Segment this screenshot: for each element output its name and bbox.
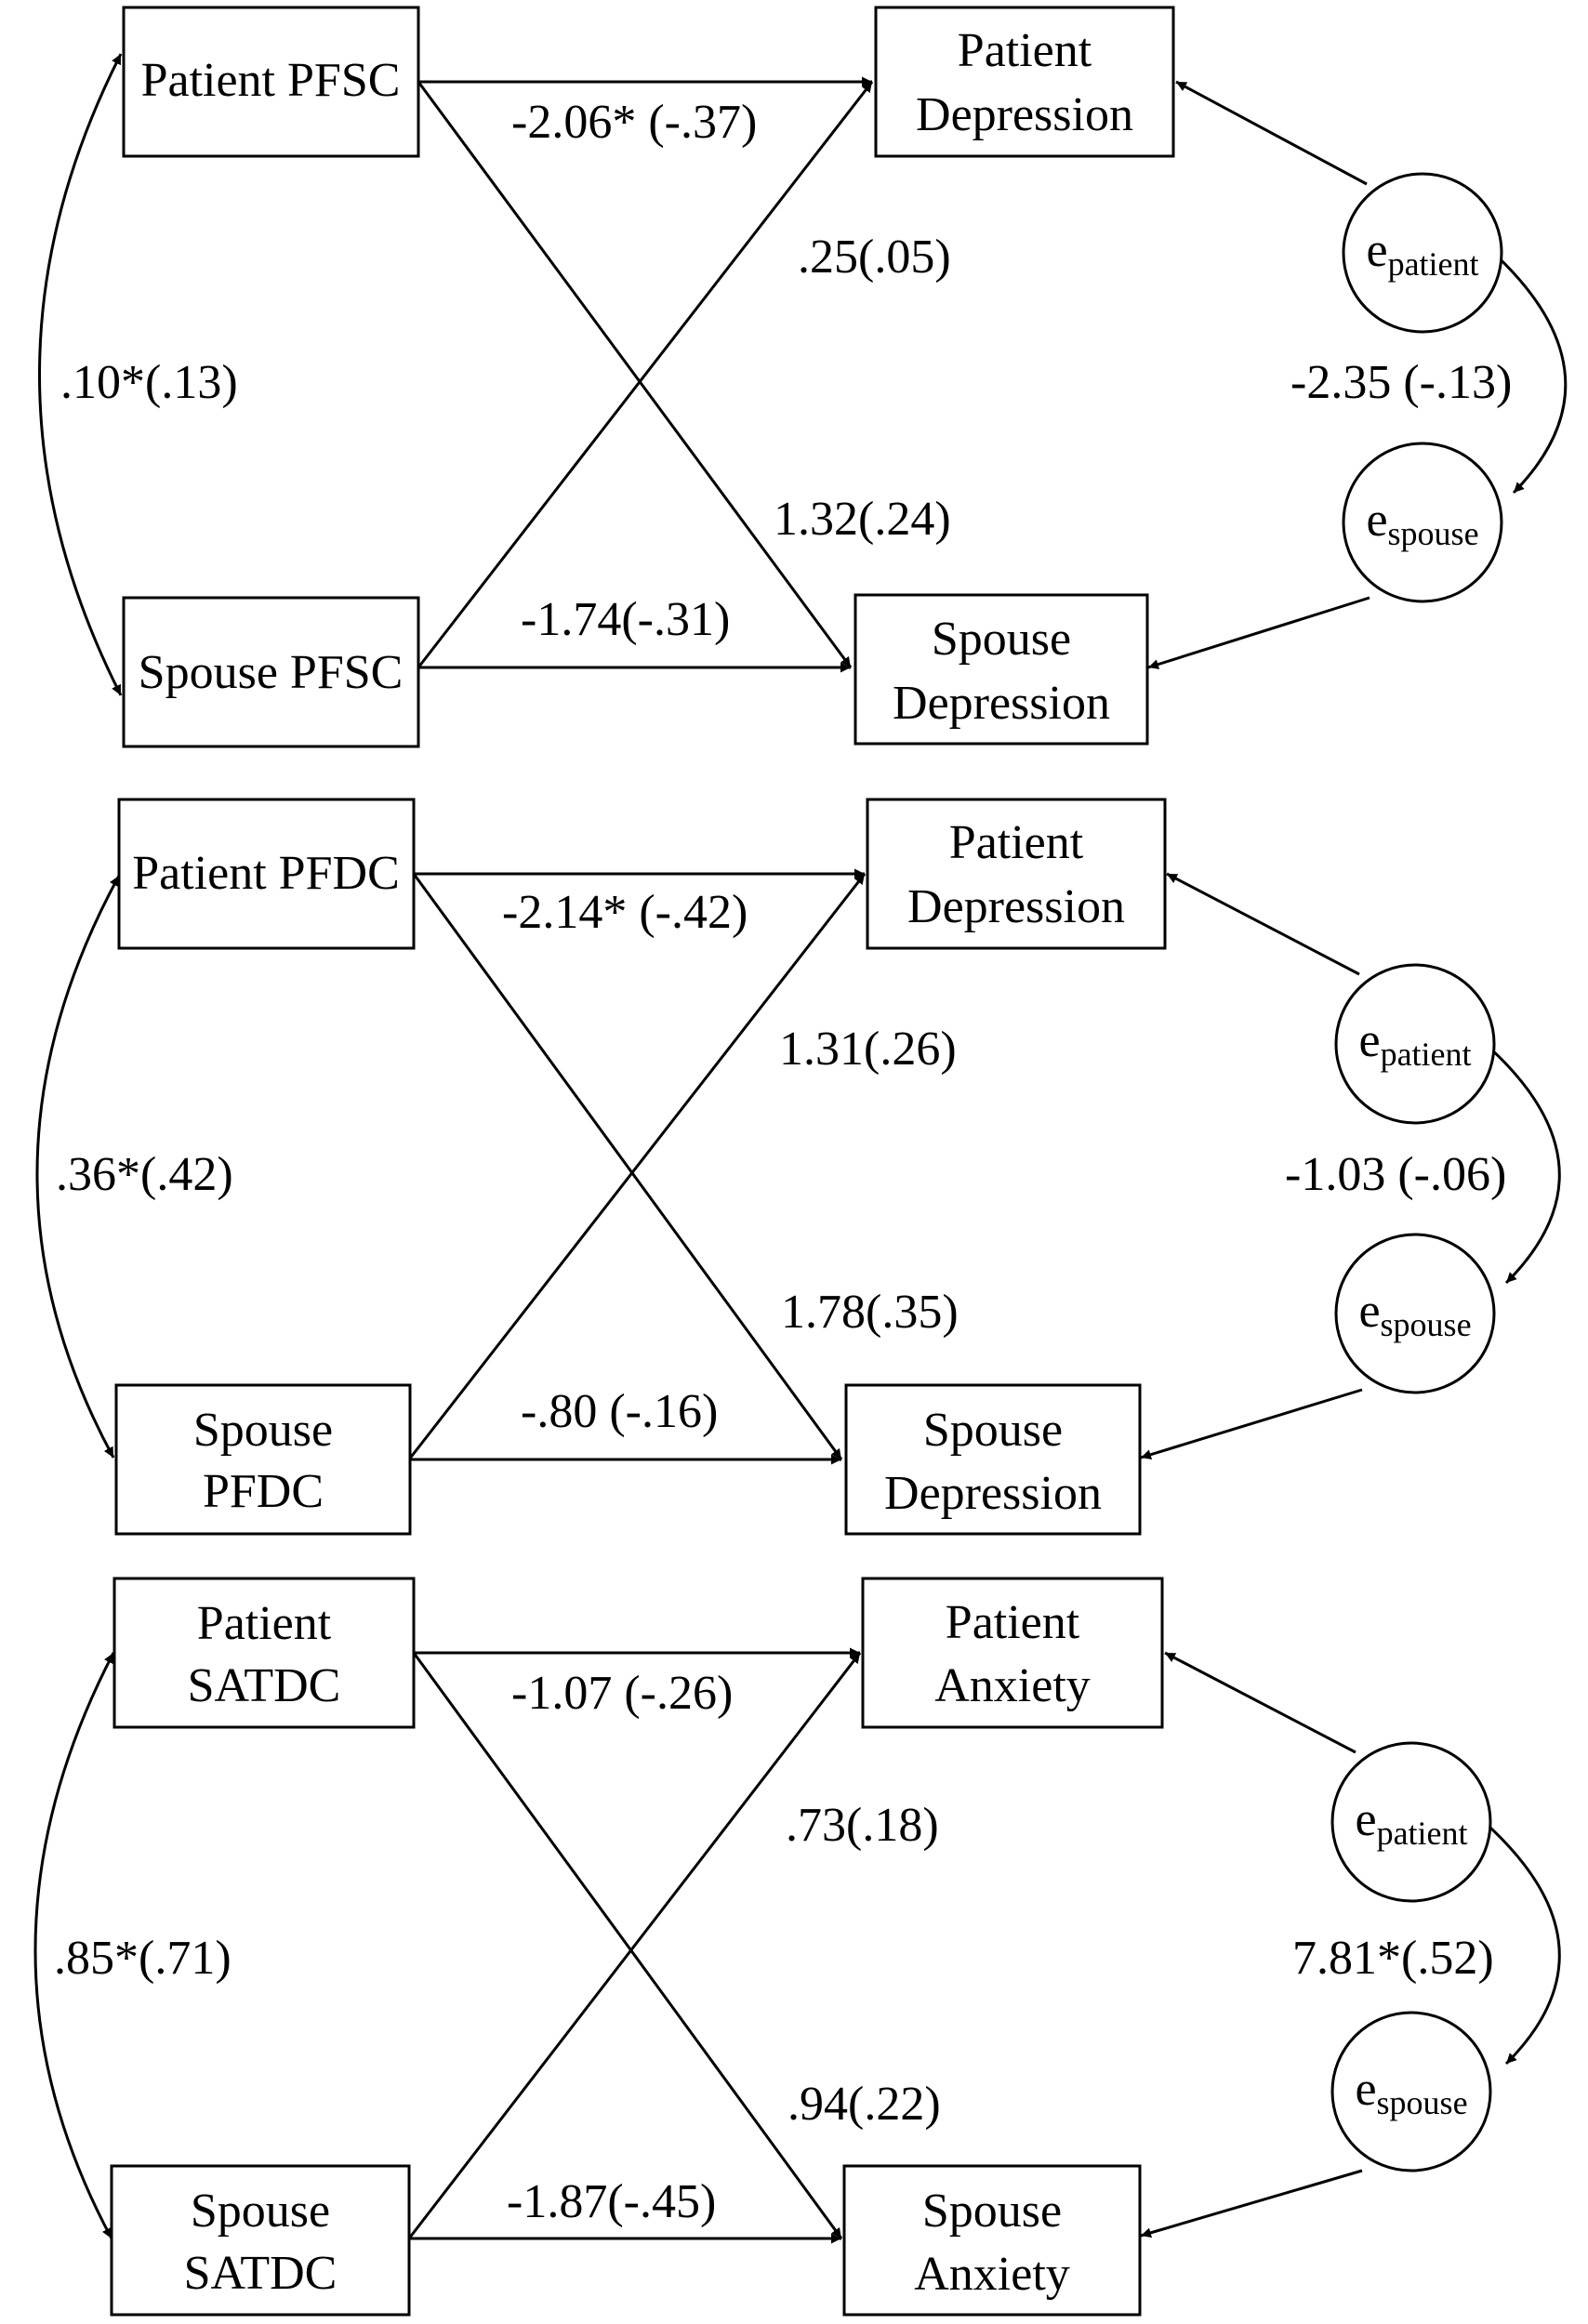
spouse-actor-label: -1.74(-.31): [521, 593, 730, 646]
error-spouse-path: [1140, 1388, 1363, 1460]
error-patient-circle: [1334, 963, 1496, 1125]
error-covariance-label: -2.35 (-.13): [1290, 356, 1512, 409]
spouse-predictor-box: [122, 596, 420, 748]
spouse-outcome-label: Spouse: [932, 613, 1071, 666]
panel-1: Patient PFSC Spouse PFSC Patient Depress…: [38, 6, 1568, 748]
predictor-covariance-arc: [35, 875, 121, 1459]
patient-predictor-box: [122, 6, 420, 158]
error-patient-path: [1164, 1651, 1356, 1754]
spouse-predictor-label: Spouse: [191, 2185, 330, 2238]
error-spouse-path: [1147, 596, 1370, 669]
patient-predictor-label: Patient PFDC: [132, 847, 400, 900]
spouse-outcome-box: [844, 1383, 1142, 1536]
error-patient-label: epatient: [1358, 1014, 1471, 1073]
predictor-covariance-arc: [33, 1652, 115, 2239]
spouse-to-patient-label: .73(.18): [786, 1799, 939, 1852]
predictor-covariance-arc: [38, 53, 123, 696]
patient-predictor-label: Patient: [197, 1597, 332, 1650]
patient-outcome-label: Depression: [907, 880, 1125, 933]
patient-to-spouse-label: 1.32(.24): [774, 493, 951, 546]
patient-to-spouse-path: [412, 1652, 843, 2239]
patient-to-spouse-path: [417, 81, 853, 668]
patient-outcome-label: Patient: [958, 24, 1092, 77]
spouse-to-patient-label: 1.31(.26): [779, 1023, 957, 1076]
predictor-covariance-label: .85*(.71): [54, 1932, 232, 1985]
spouse-actor-label: -1.87(-.45): [507, 2175, 716, 2228]
patient-to-spouse-label: .94(.22): [787, 2078, 941, 2131]
error-patient-label: epatient: [1366, 224, 1478, 283]
patient-outcome-label: Anxiety: [934, 1659, 1091, 1712]
error-covariance-arc: [1473, 1811, 1561, 2066]
spouse-outcome-label: Depression: [893, 677, 1110, 730]
error-spouse-label: espouse: [1358, 1285, 1471, 1343]
error-patient-path: [1175, 80, 1368, 186]
patient-actor-label: -2.14* (-.42): [502, 886, 748, 939]
spouse-outcome-label: Spouse: [922, 2185, 1062, 2238]
spouse-to-patient-path: [407, 1652, 862, 2239]
spouse-actor-label: -.80 (-.16): [521, 1385, 718, 1438]
patient-outcome-box: [866, 798, 1167, 950]
error-patient-label: epatient: [1355, 1793, 1467, 1852]
spouse-to-patient-path: [407, 873, 867, 1460]
error-patient-circle: [1330, 1741, 1492, 1903]
patient-outcome-label: Depression: [916, 88, 1133, 141]
error-spouse-circle: [1342, 442, 1503, 603]
patient-predictor-box: [117, 798, 416, 950]
patient-predictor-box: [112, 1577, 416, 1729]
patient-predictor-label: SATDC: [188, 1659, 341, 1712]
predictor-covariance-label: .10*(.13): [60, 356, 238, 409]
error-patient-path: [1166, 872, 1360, 976]
patient-outcome-label: Patient: [949, 816, 1084, 869]
error-spouse-circle: [1330, 2011, 1492, 2172]
spouse-predictor-box: [110, 2164, 411, 2317]
error-covariance-arc: [1473, 1032, 1561, 1285]
error-covariance-arc: [1480, 240, 1568, 495]
error-patient-circle: [1342, 172, 1503, 334]
patient-outcome-label: Patient: [946, 1596, 1080, 1649]
error-covariance-label: -1.03 (-.06): [1285, 1148, 1506, 1201]
spouse-outcome-label: Spouse: [923, 1404, 1063, 1457]
error-spouse-path: [1140, 2169, 1363, 2238]
patient-to-spouse-path: [412, 873, 843, 1460]
spouse-to-patient-label: .25(.05): [798, 231, 951, 284]
patient-actor-label: -2.06* (-.37): [511, 96, 757, 149]
spouse-outcome-box: [854, 593, 1149, 746]
error-spouse-label: espouse: [1355, 2063, 1467, 2121]
spouse-predictor-label: Spouse PFSC: [139, 646, 404, 699]
spouse-predictor-label: SATDC: [184, 2247, 337, 2300]
patient-outcome-box: [874, 6, 1175, 158]
panel-2: Patient PFDC Spouse PFDC Patient Depress…: [35, 798, 1561, 1536]
patient-outcome-box: [861, 1577, 1164, 1729]
patient-to-spouse-label: 1.78(.35): [781, 1286, 959, 1339]
patient-predictor-label: Patient PFSC: [141, 54, 401, 107]
spouse-outcome-box: [842, 2164, 1142, 2317]
spouse-outcome-label: Depression: [884, 1467, 1102, 1520]
error-spouse-circle: [1334, 1233, 1496, 1394]
spouse-to-patient-path: [417, 81, 874, 668]
spouse-predictor-label: Spouse: [193, 1404, 333, 1457]
patient-actor-label: -1.07 (-.26): [511, 1667, 733, 1720]
spouse-predictor-label: PFDC: [203, 1465, 324, 1518]
spouse-predictor-box: [114, 1383, 412, 1536]
spouse-outcome-label: Anxiety: [914, 2248, 1070, 2301]
error-covariance-label: 7.81*(.52): [1292, 1932, 1494, 1985]
predictor-covariance-label: .36*(.42): [56, 1148, 233, 1201]
error-spouse-label: espouse: [1366, 494, 1478, 552]
panel-3: Patient SATDC Spouse SATDC Patient Anxie…: [33, 1577, 1561, 2317]
